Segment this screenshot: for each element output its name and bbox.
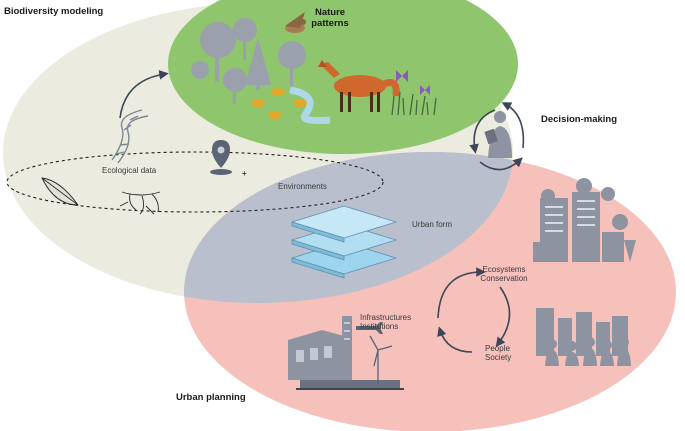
data-to-nature-arrow [119, 70, 169, 119]
grass-icon [391, 91, 437, 116]
people-line2: Society [485, 353, 512, 362]
ecosystems-line1: Ecosystems [482, 265, 526, 274]
plus-label: + [242, 169, 247, 178]
people-society-label: People Society [485, 344, 511, 362]
butterfly-icon [396, 70, 430, 95]
ecological-data-label: Ecological data [102, 166, 157, 175]
root-icon [119, 191, 161, 215]
plane-icon [356, 322, 383, 334]
people-line1: People [485, 344, 510, 353]
decision-cycle-arrows [469, 102, 525, 171]
decision-making-label: Decision-making [541, 114, 618, 125]
infrastructures-line1: Infrastructures [360, 313, 412, 322]
urban-form-label: Urban form [412, 220, 453, 229]
urban-planning-label: Urban planning [176, 392, 246, 403]
nature-patterns-line1: Nature [314, 7, 346, 18]
biodiversity-modeling-label: Biodiversity modeling [4, 6, 104, 17]
urban-cycle-arrows [437, 267, 511, 353]
train-icon [296, 380, 404, 390]
bird-icon [285, 12, 306, 33]
city-windows [545, 200, 595, 232]
ecological-data-dashed-boundary [6, 151, 384, 213]
wind-turbine-icon [369, 335, 393, 384]
environments-label: Environments [278, 182, 327, 191]
nature-region [168, 0, 518, 154]
building-windows [296, 322, 350, 362]
dna-icon [111, 109, 149, 164]
person-with-tablet-icon [484, 111, 512, 158]
bee-icon [251, 88, 307, 119]
urban-form-layers-icon [290, 205, 398, 279]
city-buildings-icon [533, 178, 636, 262]
stream-icon [289, 86, 331, 124]
infrastructures-line2: Institutions [360, 322, 399, 331]
location-pin-icon [210, 140, 232, 175]
tree-icon [191, 18, 306, 104]
leaf-icon [41, 177, 79, 206]
nature-patterns-line2: patterns [311, 18, 349, 29]
crowd-icon [536, 308, 631, 366]
nature-patterns-label: Nature patterns [308, 7, 352, 29]
fox-icon [318, 60, 400, 112]
infrastructures-institutions-label: Infrastructures Institutions [360, 313, 411, 331]
ecosystems-line2: Conservation [480, 274, 528, 283]
ecosystems-conservation-label: Ecosystems Conservation [472, 265, 536, 283]
